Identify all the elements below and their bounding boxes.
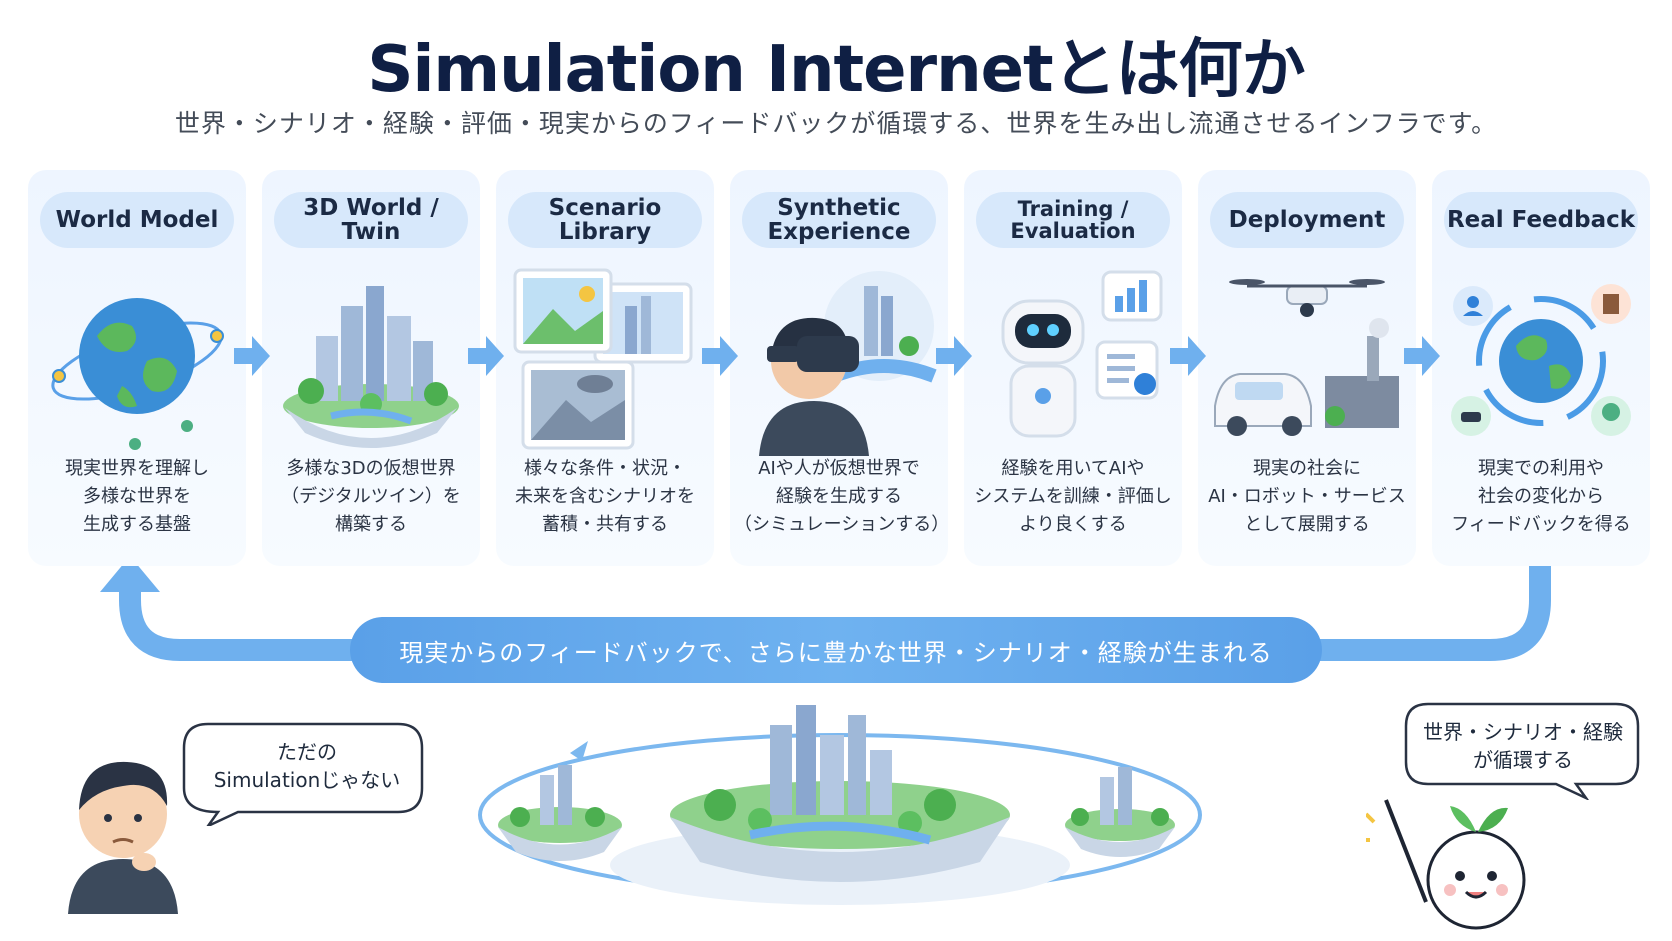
desc-line: 現実世界を理解し (65, 458, 209, 479)
globe-icon (51, 298, 224, 450)
bubble-text-left: ただの Simulationじゃない (196, 738, 418, 794)
flow-arrow-icon (936, 336, 972, 376)
stage-title: 3D World / Twin (274, 192, 468, 248)
desc-line: 現実の社会に (1253, 458, 1361, 479)
feedback-cycle-icon (1451, 284, 1631, 436)
desc-line: 多様な世界を (83, 486, 191, 507)
desc-line: 経験を用いてAIや (1001, 458, 1145, 479)
desc-line: システムを訓練・評価し (974, 486, 1172, 507)
desc-line: 様々な条件・状況・ (524, 458, 686, 479)
flow-arrow-icon (1170, 336, 1206, 376)
floating-islands-illustration (478, 705, 1202, 905)
desc-line: （シミュレーションする） (734, 514, 950, 535)
feedback-banner: 現実からのフィードバックで、さらに豊かな世界・シナリオ・経験が生まれる (350, 617, 1322, 683)
stage-description: 経験を用いてAIや システムを訓練・評価し より良くする (968, 455, 1178, 539)
bubble-line: 世界・シナリオ・経験 (1423, 720, 1623, 744)
stage-card-scenario-library: Scenario Library 様々な条件・状況・ 未来を含むシナリオを 蓄積… (496, 170, 714, 566)
stage-description: 現実の社会に AI・ロボット・サービス として展開する (1202, 455, 1412, 539)
stage-card-synthetic-experience: Synthetic Experience AIや人が仮想世界で 経験を生成する … (730, 170, 950, 566)
stage-description: AIや人が仮想世界で 経験を生成する （シミュレーションする） (734, 455, 950, 539)
desc-line: 蓄積・共有する (542, 514, 668, 535)
drone-car-factory-icon (1214, 279, 1399, 436)
desc-line: 未来を含むシナリオを (515, 486, 695, 507)
stage-description: 現実での利用や 社会の変化から フィードバックを得る (1436, 455, 1646, 539)
stage-card-3d-world: 3D World / Twin 多様な3Dの仮想世界 （デジタルツイン）を 構築… (262, 170, 480, 566)
desc-line: 生成する基盤 (83, 514, 191, 535)
stage-description: 様々な条件・状況・ 未来を含むシナリオを 蓄積・共有する (500, 455, 710, 539)
bubble-line: ただの (277, 740, 337, 764)
scenario-images-icon (513, 268, 693, 450)
stage-title: Deployment (1210, 192, 1404, 248)
page-subtitle: 世界・シナリオ・経験・評価・現実からのフィードバックが循環する、世界を生み出し流… (174, 109, 1498, 138)
flow-arrow-icon (234, 336, 270, 376)
stage-title: World Model (40, 192, 234, 248)
stage-title: Synthetic Experience (742, 192, 936, 248)
stage-card-real-feedback: Real Feedback 現実での利用や 社会の変化から フィードバックを得る (1432, 170, 1650, 566)
desc-line: （デジタルツイン）を (281, 486, 461, 507)
speech-bubble-left (182, 722, 424, 826)
page-title: Simulation Internetとは何か (367, 33, 1305, 107)
thinking-person-icon (68, 761, 178, 914)
stage-card-training-evaluation: Training / Evaluation 経験を用いてAIや システムを訓練・… (964, 170, 1182, 566)
stage-card-world-model: World Model 現実世界を理解し 多様な世界を 生成する基盤 (28, 170, 246, 566)
sprout-mascot-icon (1366, 799, 1526, 930)
stage-description: 多様な3Dの仮想世界 （デジタルツイン）を 構築する (266, 455, 476, 539)
flow-arrow-icon (468, 336, 504, 376)
desc-line: 社会の変化から (1478, 486, 1604, 507)
desc-line: より良くする (1019, 514, 1127, 535)
bubble-line: が循環する (1473, 748, 1573, 772)
flow-arrow-icon (702, 336, 738, 376)
stage-description: 現実世界を理解し 多様な世界を 生成する基盤 (32, 455, 242, 539)
stage-title: Scenario Library (508, 192, 702, 248)
city-island-icon (283, 286, 459, 448)
bubble-text-right: 世界・シナリオ・経験 が循環する (1410, 718, 1636, 774)
stage-title: Training / Evaluation (976, 192, 1170, 248)
vr-person-icon (759, 271, 937, 456)
desc-line: として展開する (1244, 514, 1370, 535)
desc-line: AI・ロボット・サービス (1208, 486, 1406, 507)
desc-line: 多様な3Dの仮想世界 (286, 458, 456, 479)
desc-line: 現実での利用や (1478, 458, 1604, 479)
robot-icon (1001, 270, 1163, 438)
desc-line: AIや人が仮想世界で (758, 458, 920, 479)
stage-card-deployment: Deployment 現実の社会に AI・ロボット・サービス として展開する (1198, 170, 1416, 566)
desc-line: 構築する (335, 514, 407, 535)
flow-arrow-icon (1404, 336, 1440, 376)
stage-title: Real Feedback (1444, 192, 1638, 248)
desc-line: 経験を生成する (776, 486, 902, 507)
bubble-line: Simulationじゃない (213, 768, 401, 792)
speech-bubble-right (1404, 702, 1640, 800)
desc-line: フィードバックを得る (1451, 514, 1631, 535)
